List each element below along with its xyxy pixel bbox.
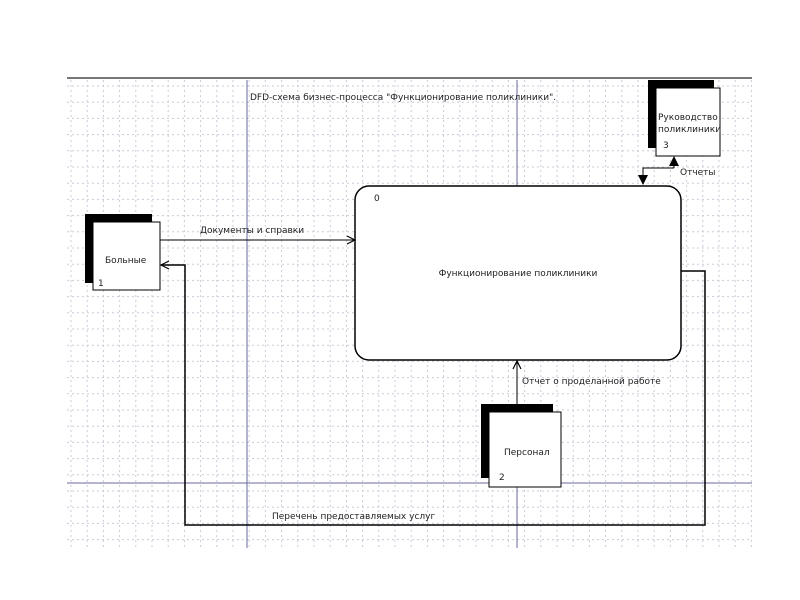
flow-services-list[interactable]: [161, 265, 706, 526]
entity-label: поликлиники: [658, 125, 721, 135]
flow-reports[interactable]: [638, 156, 679, 185]
entity-personal[interactable]: Персонал 2: [481, 404, 562, 488]
diagram-title: DFD-схема бизнес-процесса "Функционирова…: [250, 93, 556, 103]
entity-number: 3: [663, 141, 669, 151]
entity-bolnye[interactable]: Больные 1: [85, 214, 161, 291]
entity-label: Руководство: [658, 113, 718, 123]
flow-label-work-report: Отчет о проделанной работе: [522, 377, 661, 387]
flow-label-documents: Документы и справки: [200, 226, 304, 236]
entity-number: 1: [98, 279, 104, 289]
process-label: Функционирование поликлиники: [439, 269, 598, 279]
flow-label-services: Перечень предоставляемых услуг: [272, 512, 435, 522]
entity-label: Больные: [105, 256, 147, 266]
process-0[interactable]: 0 Функционирование поликлиники: [354, 185, 682, 361]
flow-label-reports: Отчеты: [680, 168, 716, 178]
entity-number: 2: [499, 473, 505, 483]
entity-rukovodstvo[interactable]: Руководство поликлиники 3: [648, 80, 721, 157]
entity-label: Персонал: [504, 448, 550, 458]
process-number: 0: [374, 194, 380, 204]
